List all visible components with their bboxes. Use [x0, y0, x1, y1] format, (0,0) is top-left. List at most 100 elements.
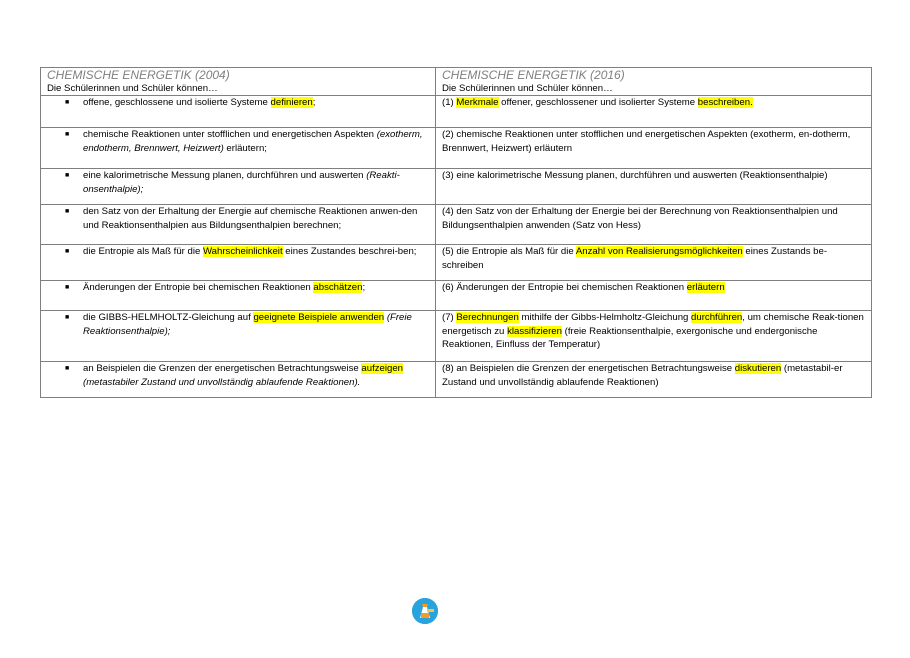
highlighted-text: geeignete Beispiele anwenden [253, 312, 385, 323]
text-segment: eines Zustands be-schreiben [442, 246, 828, 271]
text-segment: (2) chemische Reaktionen unter stofflich… [442, 129, 851, 154]
competency-2016-cell: (4) den Satz von der Erhaltung der Energ… [435, 204, 872, 245]
square-bullet-icon: ■ [65, 131, 70, 138]
text-segment: (metastabil-er [781, 363, 843, 374]
bullet-item: ■ die Entropie als Maß für die Wahrschein… [47, 245, 429, 259]
school-logo-icon [412, 598, 438, 624]
header-row: CHEMISCHE ENERGETIK (2004) Die Schülerin… [40, 67, 872, 96]
text-segment: ; [362, 282, 366, 293]
bullet-item: ■ die GIBBS-HELMHOLTZ-Gleichung auf geeig… [47, 311, 429, 338]
table-row: ■ den Satz von der Erhaltung der Energie … [40, 204, 872, 245]
square-bullet-icon: ■ [65, 99, 70, 106]
highlighted-text: Berechnungen [456, 312, 519, 323]
header-left: CHEMISCHE ENERGETIK (2004) Die Schülerin… [40, 67, 436, 96]
text-segment: die GIBBS-HELMHOLTZ-Gleichung auf [83, 312, 254, 323]
square-bullet-icon: ■ [65, 314, 70, 321]
bullet-item: ■ eine kalorimetrische Messung planen, du… [47, 169, 429, 196]
highlighted-text: klassifizieren [507, 325, 562, 337]
text-segment: (7) [442, 312, 457, 323]
table-row: ■ die Entropie als Maß für die Wahrschein… [40, 244, 872, 281]
table-row: ■ eine kalorimetrische Messung planen, du… [40, 168, 872, 205]
competency-2004-cell: ■ an Beispielen die Grenzen der energetis… [40, 361, 436, 398]
bullet-item: ■ an Beispielen die Grenzen der energetis… [47, 362, 429, 389]
highlighted-text: erläutern [686, 282, 725, 293]
text-segment: Zustand und unvollständig ablaufende Rea… [442, 376, 659, 388]
text-segment: (1) [442, 97, 457, 108]
italic-text: (exotherm, endotherm, Brennwert, Heizwer… [83, 129, 423, 154]
text-segment: offene, geschlossene und isolierte Syste… [83, 97, 271, 108]
text-segment: (freie Reaktionsenthalpie, exergonische … [442, 325, 818, 351]
text-segment: an Beispielen die Grenzen der energetisc… [83, 363, 362, 374]
text-segment: (6) Änderungen der Entropie bei chemisch… [442, 282, 687, 293]
italic-text: (Reakti-onsenthalpie); [83, 170, 400, 195]
table-row: ■ die GIBBS-HELMHOLTZ-Gleichung auf geeig… [40, 310, 872, 362]
italic-text: (metastabiler Zustand und unvollständig … [83, 376, 361, 388]
competency-2004-cell: ■ chemische Reaktionen unter stofflichen … [40, 127, 436, 169]
text-segment: (4) den Satz von der Erhaltung der Energ… [442, 206, 838, 231]
text-segment: die Entropie als Maß für die [83, 246, 203, 257]
competency-text: (6) Änderungen der Entropie bei chemisch… [442, 281, 865, 295]
header-left-subtitle: Die Schülerinnen und Schüler können… [47, 83, 218, 94]
highlighted-text: durchführen [691, 312, 743, 323]
square-bullet-icon: ■ [65, 284, 70, 291]
text-segment: chemische Reaktionen unter stofflichen u… [83, 129, 377, 140]
header-right-subtitle: Die Schülerinnen und Schüler können… [442, 83, 613, 94]
competency-2004-cell: ■ offene, geschlossene und isolierte Syst… [40, 95, 436, 128]
competency-2004-cell: ■Änderungen der Entropie bei chemischen … [40, 280, 436, 311]
competency-2004-cell: ■ eine kalorimetrische Messung planen, du… [40, 168, 436, 205]
highlighted-text: beschreiben. [697, 97, 753, 108]
highlighted-text: Wahrscheinlichkeit [202, 246, 283, 257]
header-left-title: CHEMISCHE ENERGETIK (2004) [47, 68, 230, 82]
italic-text: (Freie Reaktionsenthalpie); [83, 312, 412, 337]
highlighted-text: Merkmale [456, 97, 499, 108]
text-segment: mithilfe der Gibbs-Helmholtz-Gleichung [518, 312, 692, 323]
bullet-item: ■ den Satz von der Erhaltung der Energie … [47, 205, 429, 232]
table-row: ■ an Beispielen die Grenzen der energetis… [40, 361, 872, 398]
text-segment: (3) eine kalorimetrische Messung planen,… [442, 170, 828, 181]
square-bullet-icon: ■ [65, 365, 70, 372]
competency-2016-cell: (8) an Beispielen die Grenzen der energe… [435, 361, 872, 398]
text-segment: , um chemische Reak-tionen energetisch z… [442, 312, 864, 337]
table-row: ■ offene, geschlossene und isolierte Syst… [40, 95, 872, 128]
competency-text: (8) an Beispielen die Grenzen der energe… [442, 362, 865, 389]
competency-text: (2) chemische Reaktionen unter stofflich… [442, 128, 865, 155]
comparison-table: CHEMISCHE ENERGETIK (2004) Die Schülerin… [40, 67, 872, 398]
table-row: ■ chemische Reaktionen unter stofflichen … [40, 127, 872, 169]
competency-2004-cell: ■ die Entropie als Maß für die Wahrschein… [40, 244, 436, 281]
competency-text: (3) eine kalorimetrische Messung planen,… [442, 169, 865, 183]
header-right-title: CHEMISCHE ENERGETIK (2016) [442, 68, 625, 82]
square-bullet-icon: ■ [65, 248, 70, 255]
text-segment: (5) die Entropie als Maß für die [442, 246, 576, 257]
competency-text: (4) den Satz von der Erhaltung der Energ… [442, 205, 865, 232]
text-segment: erläutern; [223, 142, 267, 154]
highlighted-text: aufzeigen [361, 363, 404, 374]
competency-2016-cell: (1) Merkmale offener, geschlossener und … [435, 95, 872, 128]
header-right: CHEMISCHE ENERGETIK (2016) Die Schülerin… [435, 67, 872, 96]
text-segment: (8) an Beispielen die Grenzen der energe… [442, 363, 735, 374]
bullet-item: ■ offene, geschlossene und isolierte Syst… [47, 96, 429, 110]
competency-2016-cell: (6) Änderungen der Entropie bei chemisch… [435, 280, 872, 311]
bullet-item: ■Änderungen der Entropie bei chemischen … [47, 281, 429, 295]
square-bullet-icon: ■ [65, 172, 70, 179]
table-row: ■Änderungen der Entropie bei chemischen … [40, 280, 872, 311]
competency-2016-cell: (3) eine kalorimetrische Messung planen,… [435, 168, 872, 205]
text-segment: eines Zustandes beschrei-ben; [282, 246, 417, 257]
highlighted-text: definieren [270, 97, 313, 108]
competency-2016-cell: (2) chemische Reaktionen unter stofflich… [435, 127, 872, 169]
square-bullet-icon: ■ [65, 208, 70, 215]
text-segment: den Satz von der Erhaltung der Energie a… [83, 206, 418, 231]
text-segment: eine kalorimetrische Messung planen, dur… [83, 170, 367, 181]
competency-text: (5) die Entropie als Maß für die Anzahl … [442, 245, 865, 272]
text-segment: ; [312, 97, 316, 108]
competency-text: (1) Merkmale offener, geschlossener und … [442, 96, 865, 110]
bullet-item: ■ chemische Reaktionen unter stofflichen … [47, 128, 429, 155]
competency-2004-cell: ■ die GIBBS-HELMHOLTZ-Gleichung auf geeig… [40, 310, 436, 362]
highlighted-text: abschätzen [313, 282, 363, 293]
competency-2004-cell: ■ den Satz von der Erhaltung der Energie … [40, 204, 436, 245]
text-segment: offener, geschlossener und isolierter Sy… [498, 97, 698, 108]
highlighted-text: diskutieren [734, 363, 782, 374]
competency-2016-cell: (5) die Entropie als Maß für die Anzahl … [435, 244, 872, 281]
highlighted-text: Anzahl von Realisierungsmöglichkeiten [575, 246, 743, 257]
competency-text: (7) Berechnungen mithilfe der Gibbs-Helm… [442, 311, 865, 352]
competency-2016-cell: (7) Berechnungen mithilfe der Gibbs-Helm… [435, 310, 872, 362]
